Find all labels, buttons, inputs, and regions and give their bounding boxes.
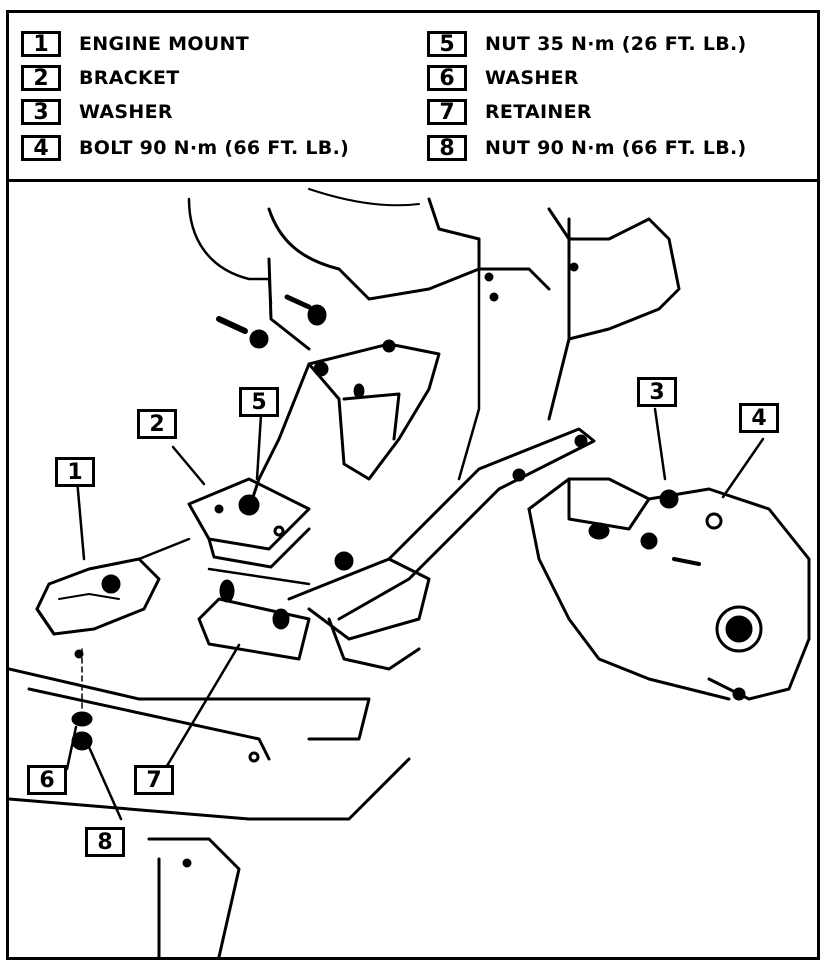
legend-label: NUT 90 N·m (66 FT. LB.) — [485, 137, 747, 159]
callout-8: 8 — [85, 827, 125, 857]
legend-label: BOLT 90 N·m (66 FT. LB.) — [79, 137, 350, 159]
legend-number-box: 1 — [21, 31, 61, 57]
legend-item-2: 2 BRACKET — [21, 63, 180, 93]
transmission-housing — [527, 477, 811, 701]
callout-1: 1 — [55, 457, 95, 487]
upper-fasteners — [216, 294, 327, 349]
legend-number-box: 6 — [427, 65, 467, 91]
callout-2: 2 — [137, 409, 177, 439]
engine-mount-illustration — [9, 188, 811, 957]
legend-number-box: 8 — [427, 135, 467, 161]
callout-7: 7 — [134, 765, 174, 795]
callout-4: 4 — [739, 403, 779, 433]
callout-5: 5 — [239, 387, 279, 417]
engine-mount — [35, 537, 191, 659]
legend-item-6: 6 WASHER — [427, 63, 579, 93]
legend-item-5: 5 NUT 35 N·m (26 FT. LB.) — [427, 29, 747, 59]
legend-label: BRACKET — [79, 67, 180, 89]
callout-3: 3 — [637, 377, 677, 407]
legend-item-1: 1 ENGINE MOUNT — [21, 29, 249, 59]
legend-label: ENGINE MOUNT — [79, 33, 249, 55]
retainer — [197, 567, 311, 661]
engine-side-bracket — [247, 339, 441, 511]
legend-label: WASHER — [79, 101, 173, 123]
legend-number-box: 3 — [21, 99, 61, 125]
diagram-frame: 1 ENGINE MOUNT 2 BRACKET 3 WASHER 4 BOLT… — [6, 10, 820, 960]
legend-label: WASHER — [485, 67, 579, 89]
legend-label: NUT 35 N·m (26 FT. LB.) — [485, 33, 747, 55]
legend-number-box: 5 — [427, 31, 467, 57]
legend-item-7: 7 RETAINER — [427, 97, 592, 127]
legend-item-4: 4 BOLT 90 N·m (66 FT. LB.) — [21, 133, 349, 163]
mount-bracket — [187, 477, 311, 569]
crossmember-bracket — [287, 427, 596, 671]
legend-label: RETAINER — [485, 101, 592, 123]
frame-rail — [9, 667, 411, 957]
legend-number-box: 4 — [21, 135, 61, 161]
callout-6: 6 — [27, 765, 67, 795]
leader-lines — [65, 407, 765, 821]
legend-number-box: 2 — [21, 65, 61, 91]
exploded-view-drawing: 1 2 3 4 5 6 7 8 — [9, 179, 817, 957]
legend-item-3: 3 WASHER — [21, 97, 173, 127]
parts-legend: 1 ENGINE MOUNT 2 BRACKET 3 WASHER 4 BOLT… — [9, 13, 817, 182]
engine-block-outline — [187, 188, 681, 481]
legend-item-8: 8 NUT 90 N·m (66 FT. LB.) — [427, 133, 747, 163]
legend-number-box: 7 — [427, 99, 467, 125]
